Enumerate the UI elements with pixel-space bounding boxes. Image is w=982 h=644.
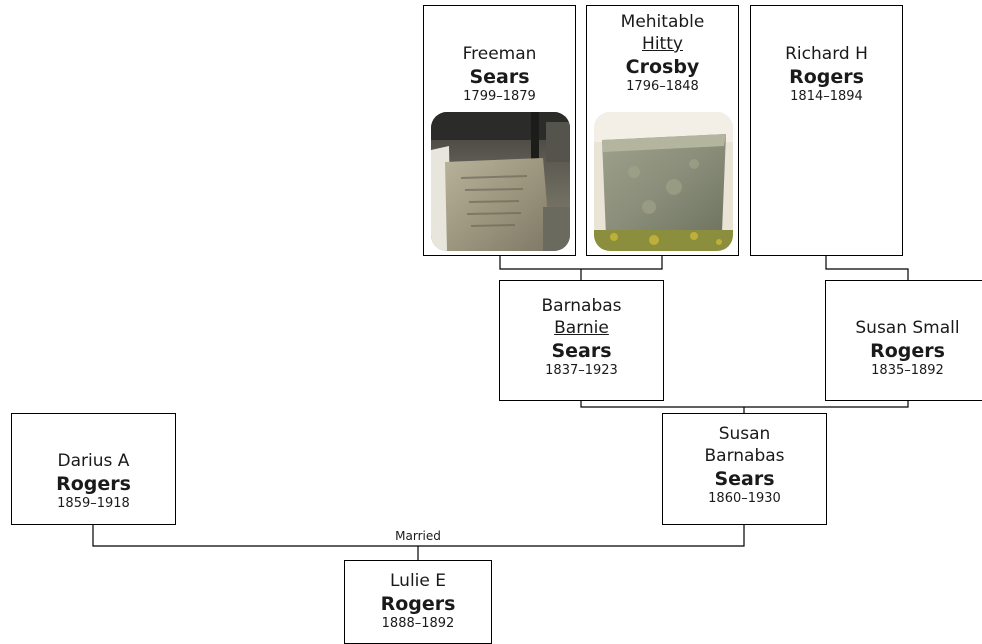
surname: Sears bbox=[714, 468, 775, 490]
life-dates: 1859–1918 bbox=[57, 496, 130, 511]
life-dates: 1835–1892 bbox=[871, 363, 944, 378]
given-name: Darius A bbox=[57, 451, 130, 471]
given-name: Freeman bbox=[462, 44, 537, 64]
life-dates: 1814–1894 bbox=[790, 89, 863, 104]
connector-barnabas-susan bbox=[580, 401, 909, 408]
given-name: Richard H bbox=[785, 44, 868, 64]
given-name: Susan Barnabas bbox=[704, 424, 785, 466]
person-card-richard-rogers[interactable]: Richard H Rogers 1814–1894 bbox=[750, 5, 903, 256]
headstone-photo[interactable] bbox=[431, 112, 570, 251]
surname: Sears bbox=[469, 66, 530, 88]
surname: Rogers bbox=[789, 66, 864, 88]
given-name: Barnabas bbox=[541, 296, 622, 316]
surname: Rogers bbox=[870, 340, 945, 362]
married-label: Married bbox=[395, 529, 441, 543]
given-name: Mehitable bbox=[620, 12, 705, 32]
person-card-barnabas-sears[interactable]: Barnabas Barnie Sears 1837–1923 bbox=[499, 280, 664, 401]
person-card-mehitable-crosby[interactable]: Mehitable Hitty Crosby 1796–1848 bbox=[586, 5, 739, 256]
life-dates: 1799–1879 bbox=[463, 89, 536, 104]
life-dates: 1888–1892 bbox=[381, 616, 455, 631]
life-dates: 1796–1848 bbox=[626, 79, 699, 94]
surname: Rogers bbox=[56, 473, 131, 495]
given-name: Lulie E bbox=[390, 571, 446, 591]
surname: Crosby bbox=[625, 56, 700, 78]
surname: Rogers bbox=[380, 593, 456, 615]
nickname: Barnie bbox=[554, 318, 609, 338]
surname: Sears bbox=[551, 340, 612, 362]
connector-freeman-mehitable bbox=[499, 256, 663, 270]
person-card-darius-rogers[interactable]: Darius A Rogers 1859–1918 bbox=[11, 413, 176, 525]
nickname: Hitty bbox=[642, 34, 683, 54]
person-card-freeman-sears[interactable]: Freeman Sears 1799–1879 bbox=[423, 5, 576, 256]
connector-richard bbox=[825, 256, 909, 280]
person-card-lulie-rogers[interactable]: Lulie E Rogers 1888–1892 bbox=[344, 560, 492, 644]
person-card-susan-small-rogers[interactable]: Susan Small Rogers 1835–1892 bbox=[825, 280, 982, 401]
life-dates: 1837–1923 bbox=[545, 363, 618, 378]
life-dates: 1860–1930 bbox=[708, 491, 781, 506]
person-card-susan-barnabas-sears[interactable]: Susan Barnabas Sears 1860–1930 bbox=[662, 413, 827, 525]
headstone-photo[interactable] bbox=[594, 112, 733, 251]
given-name: Susan Small bbox=[855, 318, 960, 338]
